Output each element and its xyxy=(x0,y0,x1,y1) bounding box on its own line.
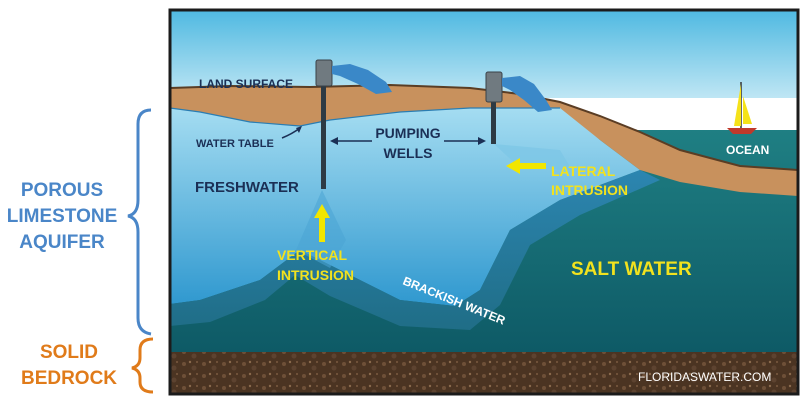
lateral-intrusion-label: INTRUSION xyxy=(551,182,628,198)
porous-limestone-aquifer-label: POROUS LIMESTONE AQUIFER xyxy=(2,178,122,256)
wells-label: WELLS xyxy=(384,145,433,161)
bedrock-layer xyxy=(170,352,798,394)
diagram-frame xyxy=(168,8,800,396)
lateral-intrusion-cone xyxy=(494,144,572,170)
brackish-zone xyxy=(170,170,660,330)
lateral-label: LATERAL xyxy=(551,163,616,179)
pumping-label: PUMPING xyxy=(375,125,440,141)
vertical-intrusion-label: INTRUSION xyxy=(277,267,354,283)
water-table-label: WATER TABLE xyxy=(196,138,274,150)
land-surface-label: LAND SURFACE xyxy=(199,77,293,91)
aquifer-label-line-3: AQUIFER xyxy=(19,232,105,253)
sailboat-icon xyxy=(727,82,757,134)
salt-water-label: SALT WATER xyxy=(571,259,692,280)
aquifer-label-line-2: LIMESTONE xyxy=(6,206,118,227)
aquifer-label-line-1: POROUS xyxy=(20,180,104,201)
bedrock-label-line-2: BEDROCK xyxy=(20,368,118,389)
freshwater-label: FRESHWATER xyxy=(195,179,299,196)
credit-label: FLORIDASWATER.COM xyxy=(638,370,771,384)
lateral-intrusion-arrow xyxy=(506,158,546,174)
aquifer-bracket xyxy=(127,108,152,336)
vertical-intrusion-arrow xyxy=(314,204,330,242)
vertical-label: VERTICAL xyxy=(277,247,347,263)
water-table-line xyxy=(169,107,560,127)
pumping-well-right xyxy=(485,71,552,144)
bedrock-label-line-1: SOLID xyxy=(39,342,99,363)
bedrock-bracket xyxy=(131,337,154,394)
solid-bedrock-label: SOLID BEDROCK xyxy=(14,340,124,392)
sky xyxy=(170,10,798,98)
pumping-well-left xyxy=(315,59,392,189)
ocean-label: OCEAN xyxy=(726,143,769,157)
land-layer xyxy=(170,85,798,196)
